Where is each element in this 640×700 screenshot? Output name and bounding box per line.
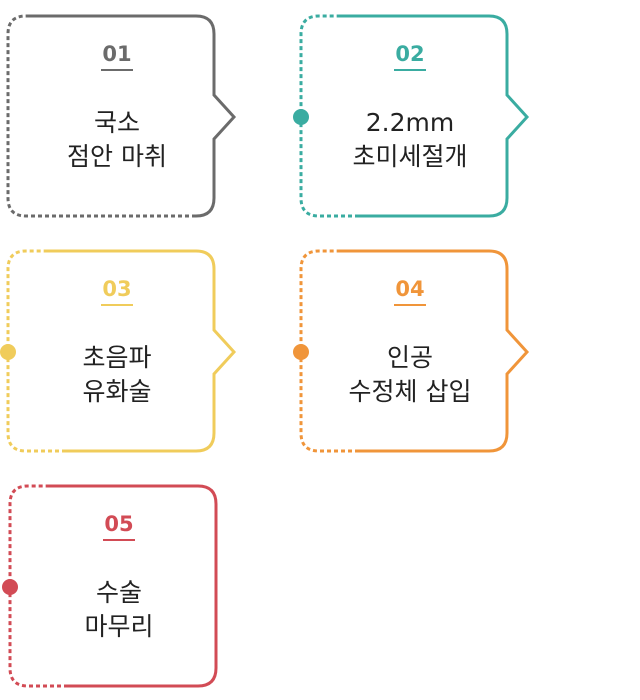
step-frame-03 [0, 249, 237, 453]
step-number: 04 [299, 277, 521, 306]
step-label: 초음파 유화술 [6, 341, 228, 409]
step-number: 01 [6, 42, 228, 71]
step-label-line: 점안 마취 [67, 142, 167, 171]
step-frame-01 [6, 14, 237, 218]
step-card-05: 05 수술 마무리 [2, 484, 240, 690]
step-label: 수술 마무리 [8, 576, 230, 644]
frame-dashed-border [8, 484, 68, 688]
step-label-line: 인공 [386, 343, 433, 372]
frame-solid-border [339, 14, 530, 218]
step-label-line: 마무리 [84, 612, 154, 641]
frame-dashed-border [299, 249, 359, 453]
step-frame-02 [293, 14, 530, 218]
step-label-line: 국소 [93, 108, 140, 137]
frame-dashed-border [299, 14, 359, 218]
step-card-04: 04 인공 수정체 삽입 [293, 249, 531, 455]
step-label: 국소 점안 마취 [6, 106, 228, 174]
frame-dashed-border [6, 249, 66, 453]
step-label-line: 유화술 [82, 377, 152, 406]
connector-dot [293, 109, 309, 125]
step-label-line: 수술 [95, 578, 142, 607]
step-label: 인공 수정체 삽입 [299, 341, 521, 409]
step-label: 2.2mm 초미세절개 [299, 106, 521, 174]
step-number: 03 [6, 277, 228, 306]
step-label-line: 초음파 [82, 343, 152, 372]
step-label-line: 수정체 삽입 [348, 377, 472, 406]
frame-solid-border [48, 484, 218, 688]
step-card-03: 03 초음파 유화술 [0, 249, 238, 455]
step-frame-05 [2, 484, 218, 688]
frame-top-border [26, 14, 237, 218]
step-card-02: 02 2.2mm 초미세절개 [293, 14, 531, 220]
connector-dot [0, 344, 16, 360]
connector-dot [2, 579, 18, 595]
step-label-line: 2.2mm [365, 108, 455, 137]
step-label-line: 초미세절개 [352, 142, 468, 171]
connector-dot [293, 344, 309, 360]
step-frame-04 [293, 249, 530, 453]
frame-dashed-border [6, 14, 196, 218]
step-card-01: 01 국소 점안 마취 [6, 14, 238, 220]
frame-solid-border [46, 249, 237, 453]
step-number: 05 [8, 512, 230, 541]
step-number: 02 [299, 42, 521, 71]
frame-solid-border [339, 249, 530, 453]
